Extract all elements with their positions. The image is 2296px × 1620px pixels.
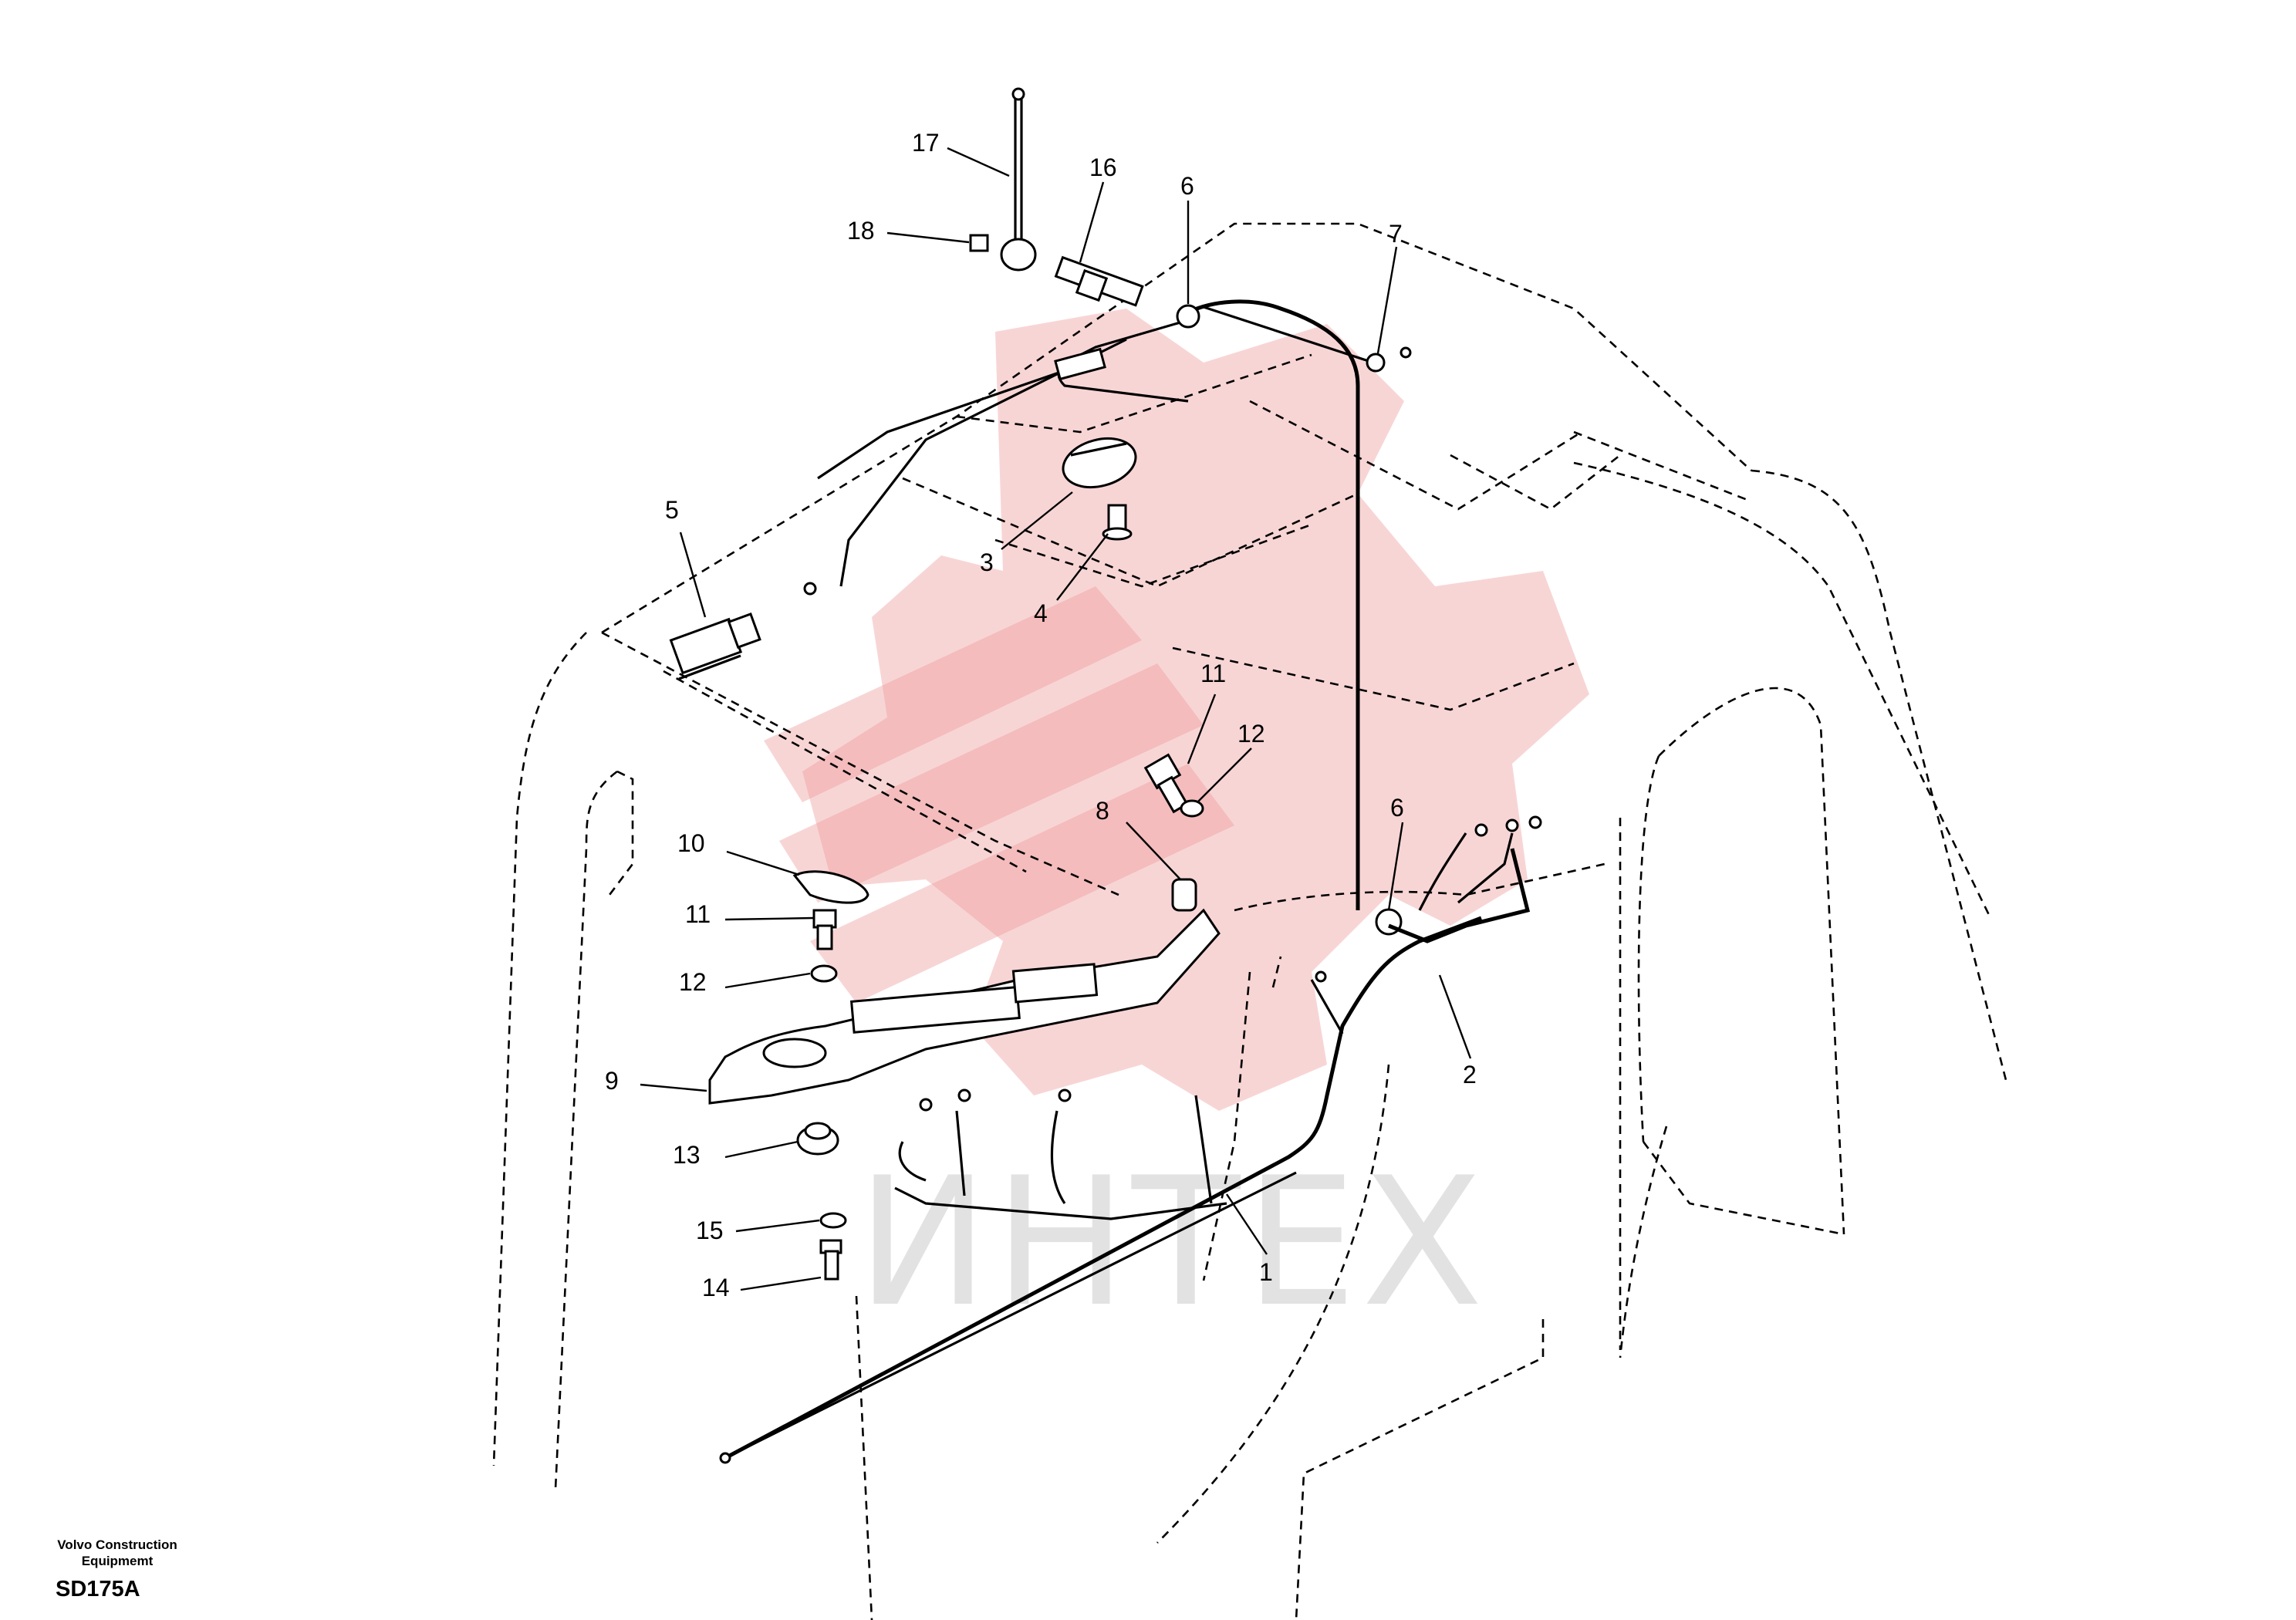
callout-12-left: 12: [679, 968, 707, 996]
cable-end: [1400, 346, 1412, 359]
washer-upper: [1180, 799, 1204, 818]
callout-13: 13: [673, 1141, 701, 1169]
callout-11-upper: 11: [1200, 660, 1226, 687]
bolt-left: [812, 909, 837, 950]
callout-17: 17: [912, 129, 940, 157]
watermark-text: ИНТЕХ: [856, 1140, 1487, 1346]
bolt-lower: [819, 1239, 842, 1281]
cab-outline: [492, 222, 2007, 1620]
callout-5: 5: [665, 496, 679, 524]
washer-left: [810, 964, 838, 983]
callout-6-lower: 6: [1390, 794, 1404, 822]
clip: [1366, 353, 1386, 373]
callout-16: 16: [1089, 154, 1117, 181]
callout-6-upper: 6: [1180, 172, 1194, 200]
switch-panel: [708, 908, 1221, 1105]
antenna-connector: [1054, 255, 1144, 307]
callout-12-upper: 12: [1237, 720, 1265, 748]
title-block: Volvo Construction Equipmemt SD175A: [32, 1537, 202, 1602]
room-lamp: [1062, 437, 1137, 541]
drawing-code: SD175A: [56, 1577, 140, 1601]
cap: [792, 870, 869, 904]
brand-name-line1: Volvo Construction: [57, 1537, 177, 1552]
washer-lower: [819, 1212, 847, 1229]
screw: [969, 234, 989, 252]
knob: [796, 1122, 839, 1156]
cab-harness: [1388, 815, 1542, 943]
callout-14: 14: [702, 1274, 730, 1301]
main-harness: [719, 916, 1482, 1464]
antenna-rod: [1000, 87, 1037, 272]
leader-lines: [640, 147, 1472, 1291]
callout-4: 4: [1034, 599, 1048, 627]
callout-1: 1: [1259, 1258, 1273, 1286]
antenna-cable: [817, 299, 1374, 910]
callout-10: 10: [677, 829, 705, 857]
callout-7: 7: [1389, 220, 1403, 248]
callout-15: 15: [696, 1217, 724, 1244]
callout-2: 2: [1463, 1061, 1477, 1088]
grommet-upper: [1176, 304, 1200, 329]
callout-3: 3: [980, 548, 994, 576]
callout-labels: 17 16 6 7 18 5 3 4 11 12 8 6 10 11 12 9 …: [605, 129, 1477, 1301]
brand-name-line2: Equipmemt: [81, 1554, 154, 1568]
callout-11-left: 11: [685, 900, 711, 928]
callout-8: 8: [1096, 797, 1109, 825]
bracket: [1171, 878, 1197, 912]
watermark-logo: [764, 309, 1589, 1111]
callout-9: 9: [605, 1067, 619, 1095]
callout-18: 18: [847, 217, 875, 245]
door-switch: [669, 582, 817, 680]
